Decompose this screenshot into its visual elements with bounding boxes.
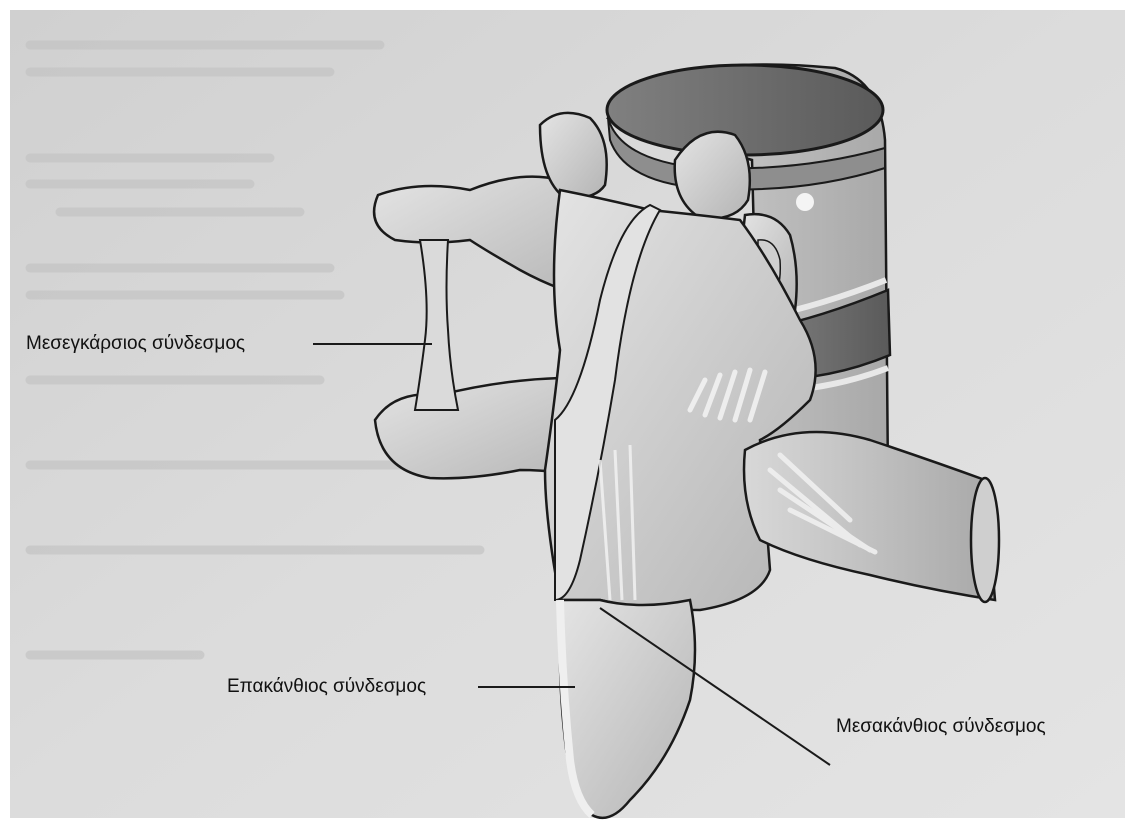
- label-supraspinous-ligament: Επακάνθιος σύνδεσμος: [227, 676, 426, 698]
- label-intertransverse-ligament: Μεσεγκάρσιος σύνδεσμος: [26, 333, 245, 355]
- right-transverse-process: [744, 432, 999, 602]
- label-interspinous-ligament: Μεσακάνθιος σύνδεσμος: [836, 716, 1046, 738]
